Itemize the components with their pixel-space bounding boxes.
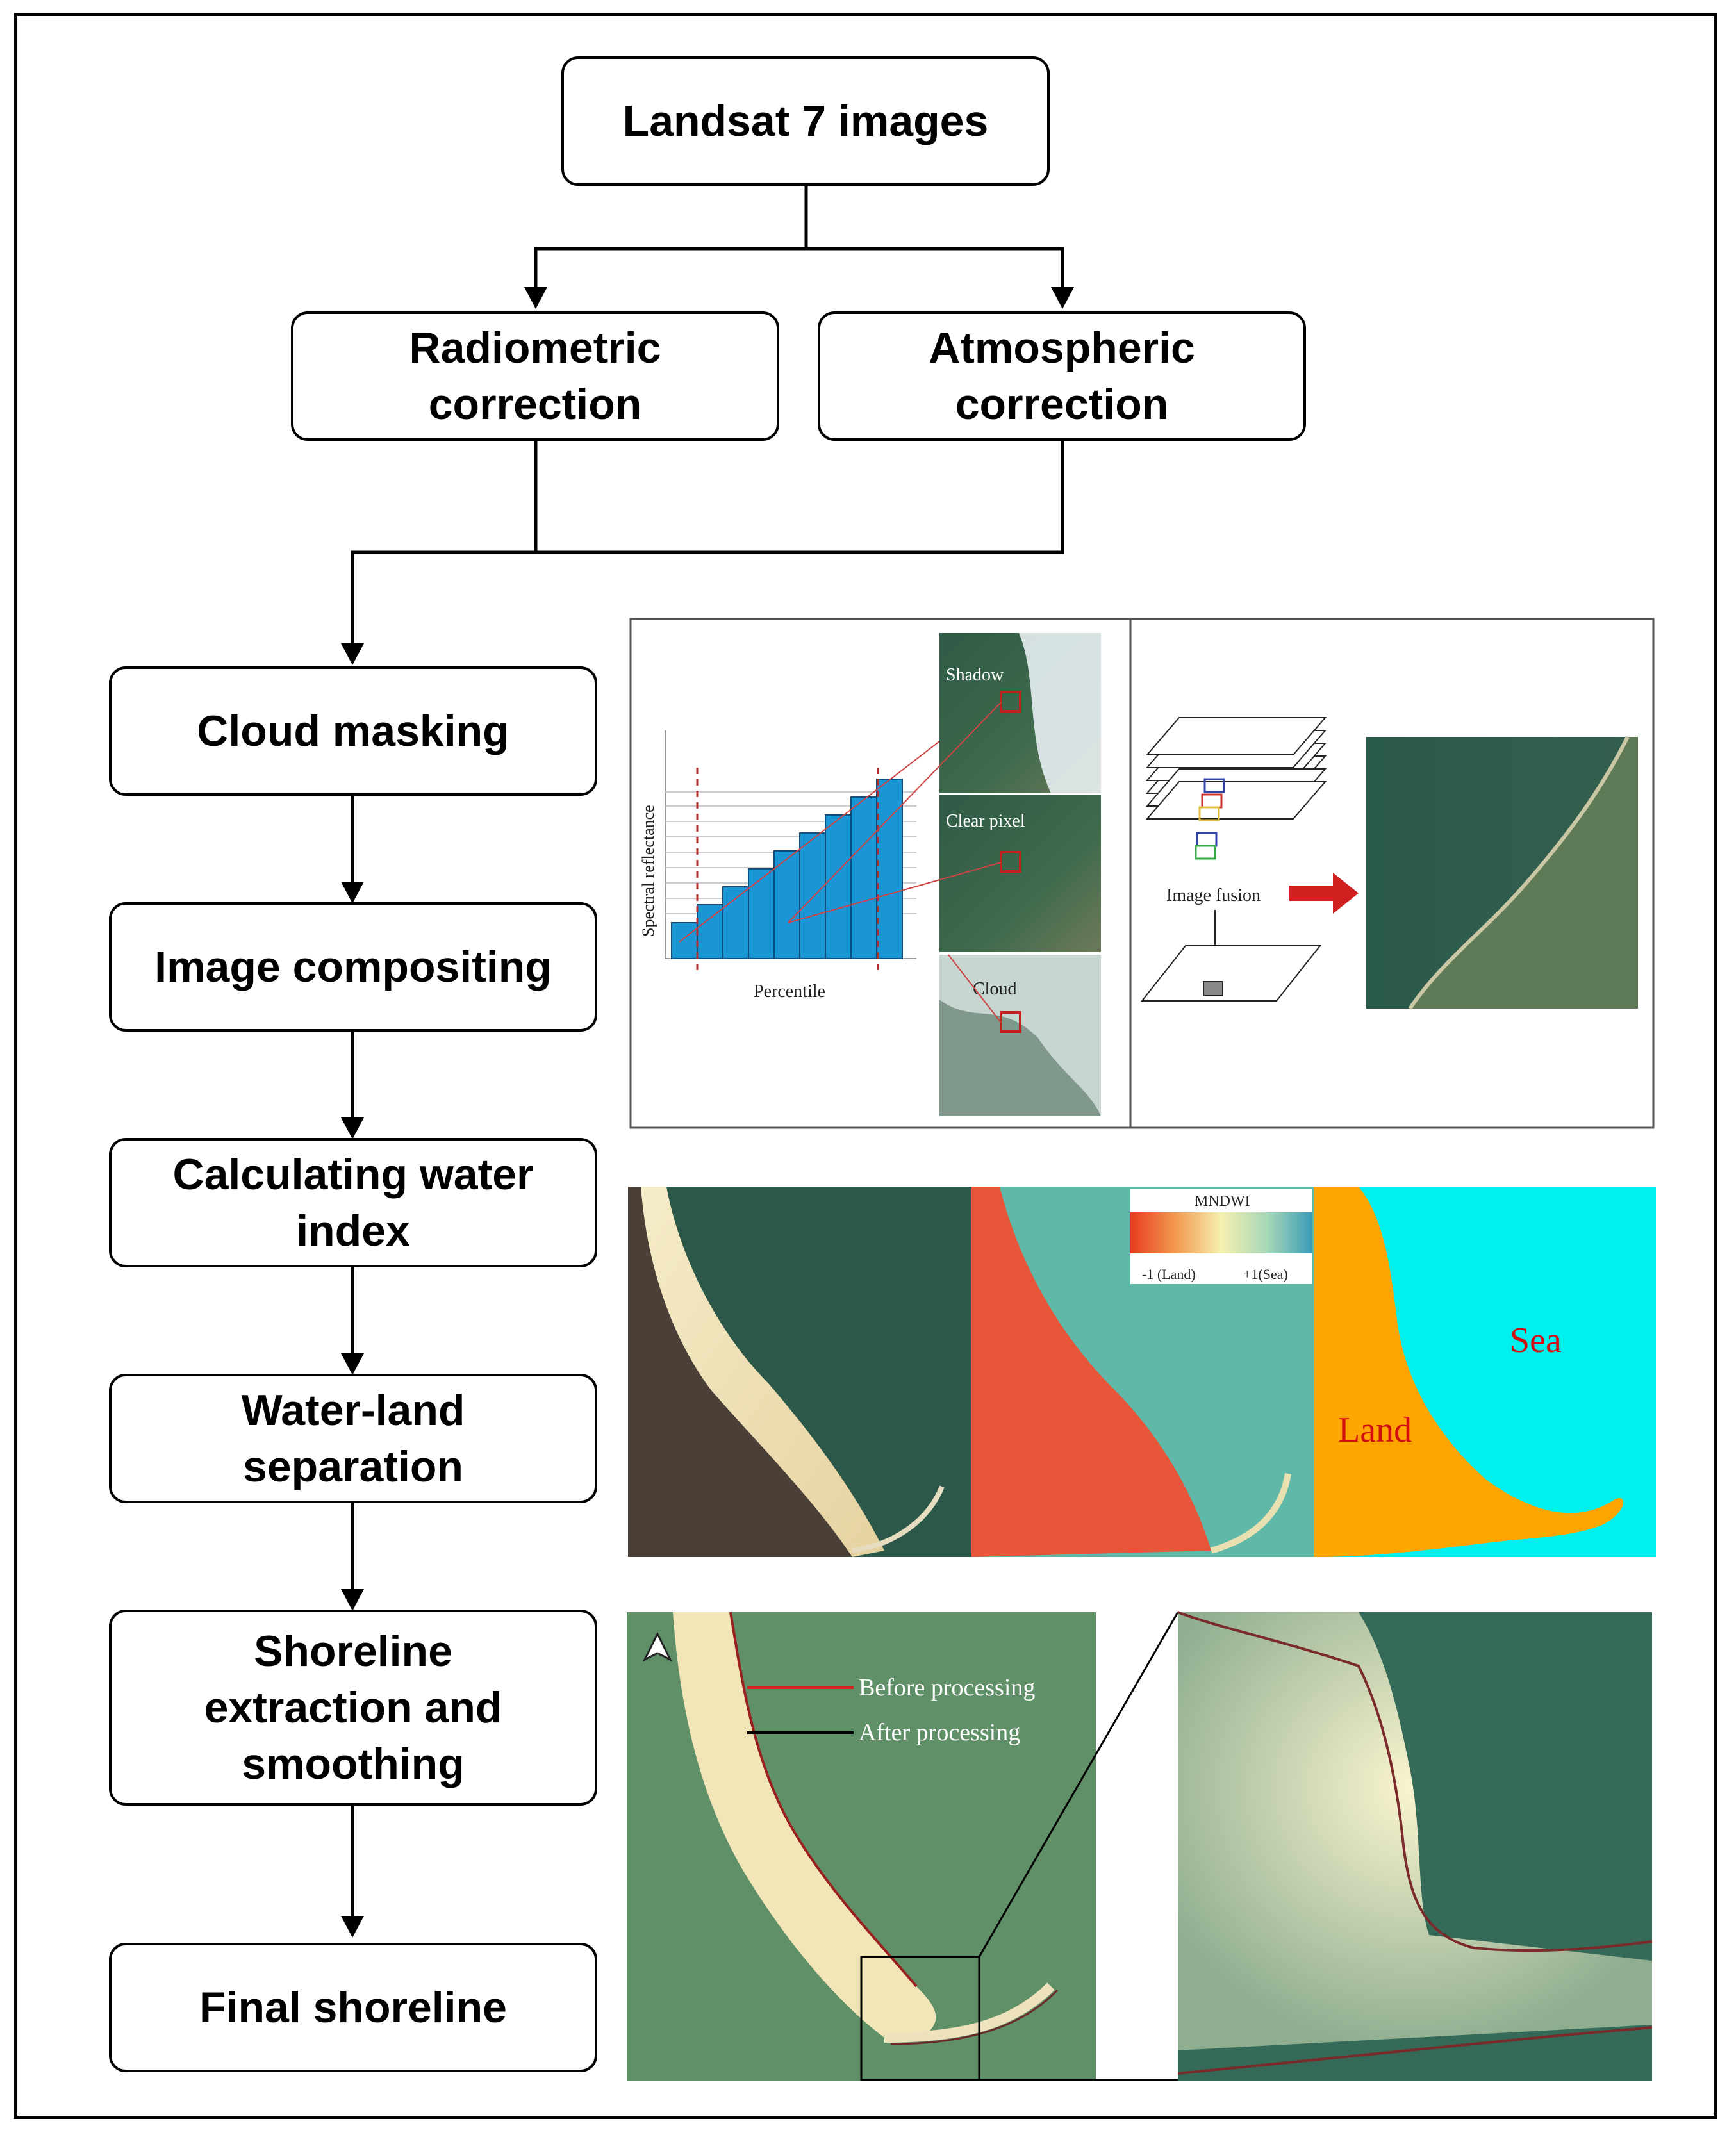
- fusion-arrow: [1289, 873, 1359, 914]
- node-radiometric-correction: Radiometric correction: [291, 311, 779, 441]
- arrowhead-shoreline: [341, 1589, 364, 1611]
- fusion-output-layer: [1140, 945, 1322, 1002]
- zoom-inset-box: [860, 1956, 980, 2081]
- figure-frame: [14, 13, 1717, 2119]
- arrowhead-final: [341, 1916, 364, 1938]
- percentile-bar: [671, 922, 698, 959]
- percentile-bar: [825, 814, 852, 959]
- legend-before-label: Before processing: [859, 1674, 1035, 1701]
- legend-after-label: After processing: [859, 1719, 1020, 1746]
- percentile-bar: [850, 796, 877, 959]
- sea-label: Sea: [1510, 1321, 1562, 1360]
- node-image-compositing: Image compositing: [109, 902, 597, 1032]
- node-calculating-water-index: Calculating water index: [109, 1138, 597, 1267]
- thumb-shadow-label: Shadow: [946, 665, 1004, 685]
- thumb-clear-pixel: [939, 795, 1101, 952]
- mndwi-legend-title: MNDWI: [1195, 1193, 1250, 1210]
- thumb-clear-label: Clear pixel: [946, 811, 1025, 831]
- percentile-bar: [773, 850, 800, 959]
- arrow-to-radiometric: [534, 186, 808, 301]
- node-landsat-images: Landsat 7 images: [561, 56, 1050, 186]
- arrowhead-water-index: [341, 1117, 364, 1139]
- trend-line: [679, 704, 988, 943]
- arrowhead-radiometric: [524, 287, 547, 309]
- node-final-shoreline: Final shoreline: [109, 1943, 597, 2072]
- fusion-label: Image fusion: [1166, 886, 1261, 905]
- node-atmospheric-correction: Atmospheric correction: [818, 311, 1306, 441]
- y-axis-label: Spectral reflectance: [639, 805, 657, 937]
- arrowhead-compositing: [341, 882, 364, 903]
- node-shoreline-extraction: Shoreline extraction and smoothing: [109, 1610, 597, 1806]
- node-cloud-masking: Cloud masking: [109, 666, 597, 796]
- node-water-land-separation: Water-land separation: [109, 1374, 597, 1503]
- mndwi-colorbar: [1130, 1212, 1312, 1253]
- percentile-bars: [671, 779, 903, 959]
- arrow-to-atmospheric: [806, 247, 1064, 301]
- north-arrow-icon: [642, 1631, 673, 1662]
- arrowhead-atmospheric: [1051, 287, 1074, 309]
- x-axis-label: Percentile: [754, 982, 825, 1002]
- land-label: Land: [1338, 1410, 1412, 1450]
- arrow-atmospheric-merge: [536, 441, 1064, 554]
- arrowhead-cloud-masking: [341, 643, 364, 665]
- thumb-connectors: [788, 702, 1002, 1023]
- mndwi-legend-max: +1(Sea): [1243, 1266, 1288, 1282]
- fusion-stack: [1145, 717, 1327, 820]
- arrow-radiometric-merge: [351, 441, 538, 655]
- arrowhead-separation: [341, 1353, 364, 1375]
- mndwi-legend-min: -1 (Land): [1142, 1266, 1196, 1282]
